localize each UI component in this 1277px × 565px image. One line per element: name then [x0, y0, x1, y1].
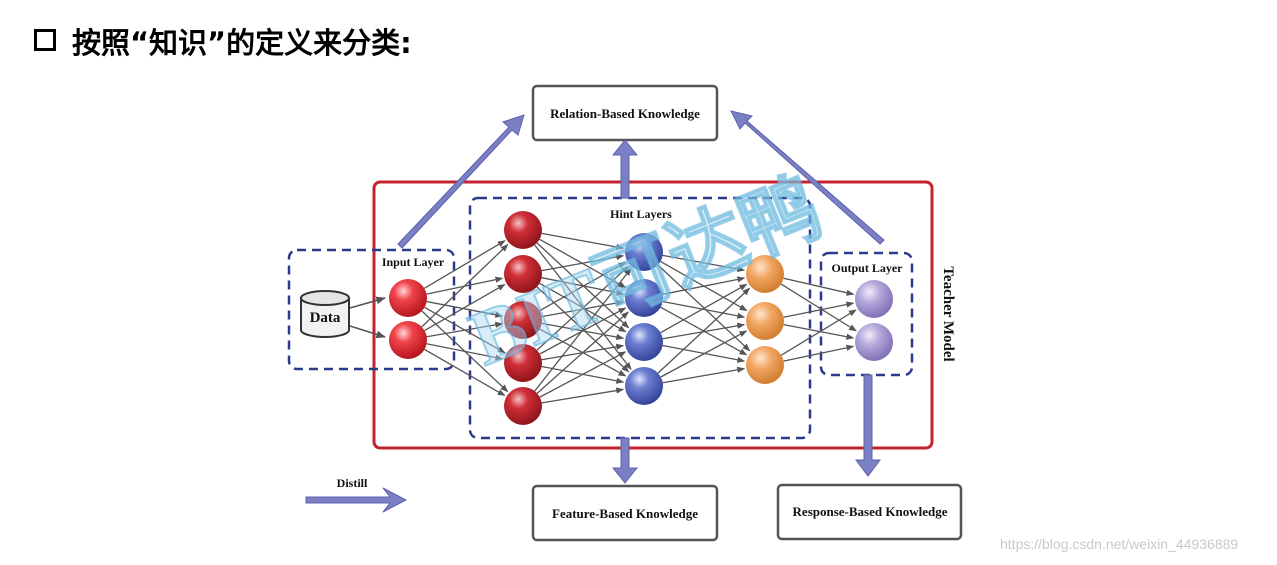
relation-knowledge-label: Relation-Based Knowledge [550, 106, 700, 121]
connection-arrow [534, 267, 632, 392]
feature-knowledge-label: Feature-Based Knowledge [552, 506, 698, 521]
hint3-node [746, 302, 784, 340]
connection-arrow [541, 232, 625, 251]
hint1-node [504, 255, 542, 293]
distill-legend-label: Distill [337, 476, 368, 490]
hint2-node [625, 279, 663, 317]
connection-arrow [424, 348, 506, 397]
input-to-relation-arrow [397, 114, 525, 249]
data-to-input2-arrow [349, 325, 386, 339]
connection-arrow [662, 366, 746, 384]
output-to-relation-arrow [730, 110, 885, 245]
hint2-node [625, 367, 663, 405]
network-nodes [389, 211, 893, 425]
connection-arrow [660, 330, 748, 378]
connection-arrow [426, 343, 504, 361]
distill-arrows [305, 110, 885, 513]
hint1-node [504, 211, 542, 249]
connection-arrow [780, 309, 857, 356]
connection-arrow [657, 287, 751, 374]
hint-to-relation-arrow [611, 139, 639, 199]
connection-arrow [541, 387, 625, 404]
hint-layers-label: Hint Layers [610, 207, 672, 221]
hint1-node [504, 301, 542, 339]
slide-title-text: 按照“知识”的定义来分类: [72, 26, 412, 60]
connection-arrow [541, 277, 625, 296]
connection-arrow [780, 283, 857, 332]
square-bullet-icon [34, 29, 56, 51]
data-cylinder-icon [300, 290, 350, 338]
hint1-node [504, 344, 542, 382]
connection-arrow [662, 276, 746, 295]
network-connections [421, 232, 857, 404]
hint-region [468, 196, 812, 440]
input-layer-label: Input Layer [382, 255, 445, 269]
connection-arrow [783, 277, 855, 296]
slide-title: 按照“知识”的定义来分类: [34, 20, 412, 62]
input-node [389, 279, 427, 317]
connection-arrow [662, 254, 746, 273]
connection-arrow [536, 265, 630, 351]
output-node [855, 280, 893, 318]
input-node [389, 321, 427, 359]
data-label: Data [310, 310, 341, 326]
connection-arrow [424, 240, 506, 289]
teacher-model-border [372, 180, 934, 450]
connection-arrow [426, 300, 504, 318]
connection-arrow [536, 311, 629, 394]
connection-arrow [783, 344, 855, 362]
hint1-node [504, 387, 542, 425]
connection-arrow [783, 323, 855, 340]
response-knowledge-box [776, 483, 963, 541]
response-knowledge-label: Response-Based Knowledge [793, 504, 948, 519]
connection-arrow [426, 321, 504, 338]
connection-arrow [421, 243, 509, 328]
teacher-model-label: Teacher Model [940, 266, 956, 361]
distill-legend-arrow [305, 487, 408, 513]
connection-arrow [424, 283, 506, 332]
source-watermark: https://blog.csdn.net/weixin_44936889 [1000, 536, 1239, 552]
output-node [855, 323, 893, 361]
input-region [287, 248, 456, 371]
output-layer-label: Output Layer [831, 261, 903, 275]
connection-arrow [539, 261, 627, 312]
output-to-response-arrow [855, 374, 881, 477]
connection-arrow [541, 253, 625, 272]
connection-arrow [662, 300, 746, 319]
connection-arrow [660, 283, 748, 334]
hint3-node [746, 255, 784, 293]
feature-knowledge-box [531, 484, 719, 542]
hint2-node [625, 323, 663, 361]
connection-arrow [539, 351, 627, 398]
hint2-node [625, 233, 663, 271]
hint3-node [746, 346, 784, 384]
data-to-input1-arrow [349, 296, 386, 309]
hint-to-feature-arrow [611, 437, 639, 484]
connection-arrow [783, 301, 855, 318]
